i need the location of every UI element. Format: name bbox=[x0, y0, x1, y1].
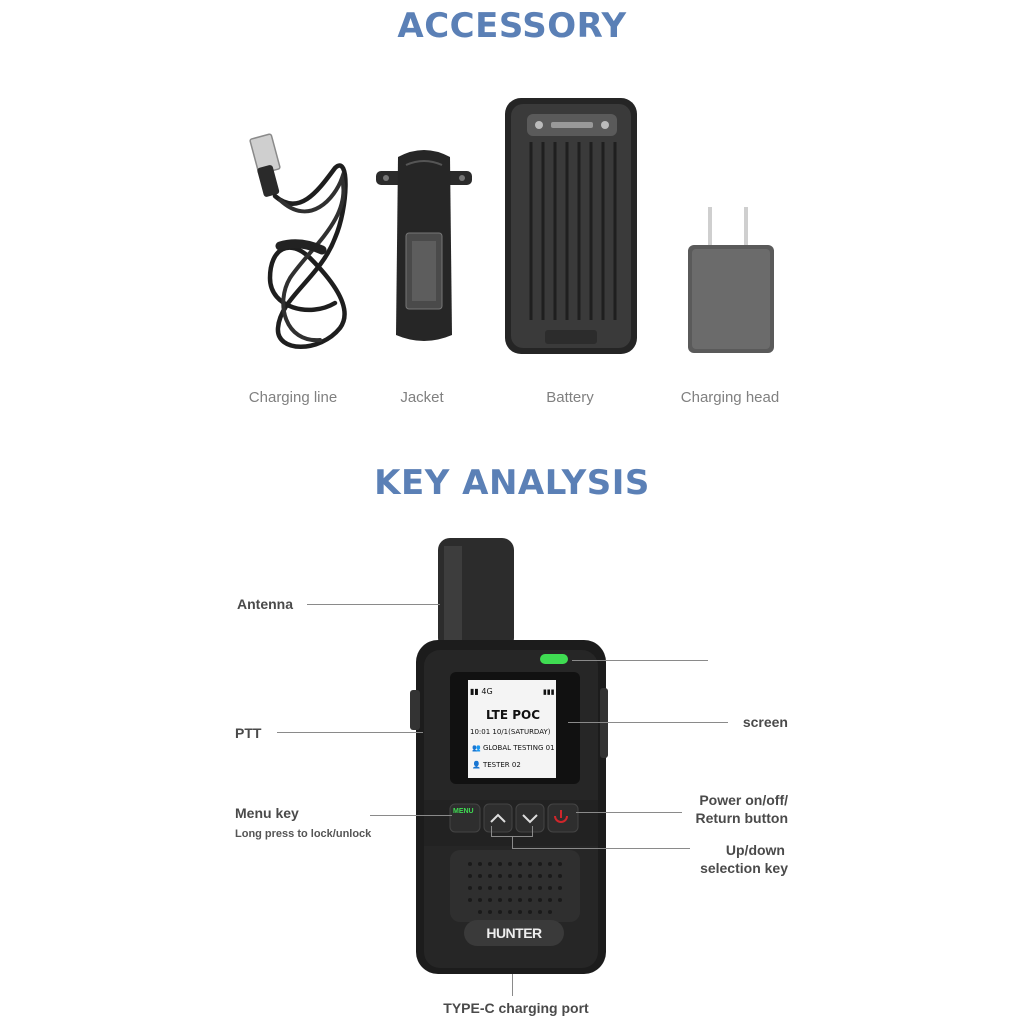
screen-label: screen bbox=[742, 714, 788, 730]
walkie-talkie-image bbox=[410, 538, 608, 974]
charging-line-image bbox=[249, 133, 348, 349]
typec-label: TYPE-C charging port bbox=[443, 1000, 589, 1016]
led-leader bbox=[572, 660, 708, 661]
menu-key-label: MENU bbox=[453, 808, 474, 815]
group-icon: 👥 bbox=[472, 744, 481, 752]
antenna-leader bbox=[307, 604, 440, 605]
battery-indicator: ▮▮▮ bbox=[543, 688, 555, 696]
key-analysis-heading: KEY ANALYSIS bbox=[374, 463, 650, 503]
updown-label-line2: selection key bbox=[700, 860, 788, 876]
ptt-label: PTT bbox=[235, 725, 262, 741]
ptt-leader bbox=[277, 732, 423, 733]
power-leader bbox=[576, 812, 682, 813]
user-icon: 👤 bbox=[472, 761, 481, 769]
menu-key-leader bbox=[370, 815, 452, 816]
menu-key-title: Menu key bbox=[235, 805, 299, 821]
jacket-image bbox=[376, 150, 472, 341]
menu-key-subtitle: Long press to lock/unlock bbox=[235, 828, 372, 840]
battery-label: Battery bbox=[546, 389, 594, 406]
updown-bracket-left bbox=[491, 826, 492, 836]
updown-bracket-right bbox=[532, 826, 533, 836]
battery-image bbox=[505, 98, 637, 354]
accessory-heading: ACCESSORY bbox=[397, 6, 627, 46]
signal-label: 4G bbox=[481, 687, 493, 696]
brand-logo: HUNTER bbox=[486, 925, 542, 941]
charging-line-label: Charging line bbox=[248, 389, 338, 406]
signal-indicator: ▮▮ 4G bbox=[470, 687, 493, 696]
screen-leader bbox=[568, 722, 728, 723]
antenna-label: Antenna bbox=[237, 596, 293, 612]
group-name: GLOBAL TESTING 01 bbox=[482, 744, 555, 752]
screen-datetime: 10:01 10/1(SATURDAY) bbox=[470, 728, 551, 736]
power-label-line2: Return button bbox=[695, 810, 788, 826]
typec-leader bbox=[512, 974, 513, 996]
user-name: TESTER 02 bbox=[482, 761, 521, 769]
updown-leader bbox=[512, 848, 690, 849]
screen-title: LTE POC bbox=[485, 708, 541, 722]
charging-head-image bbox=[688, 207, 774, 353]
updown-bracket-stem bbox=[512, 836, 513, 848]
power-label-line1: Power on/off/ bbox=[699, 792, 788, 808]
jacket-label: Jacket bbox=[400, 389, 444, 406]
screen-group: 👥 GLOBAL TESTING 01 bbox=[472, 744, 555, 752]
updown-label-line1: Up/down bbox=[725, 842, 785, 858]
screen-user: 👤 TESTER 02 bbox=[472, 761, 521, 769]
charging-head-label: Charging head bbox=[680, 389, 780, 406]
